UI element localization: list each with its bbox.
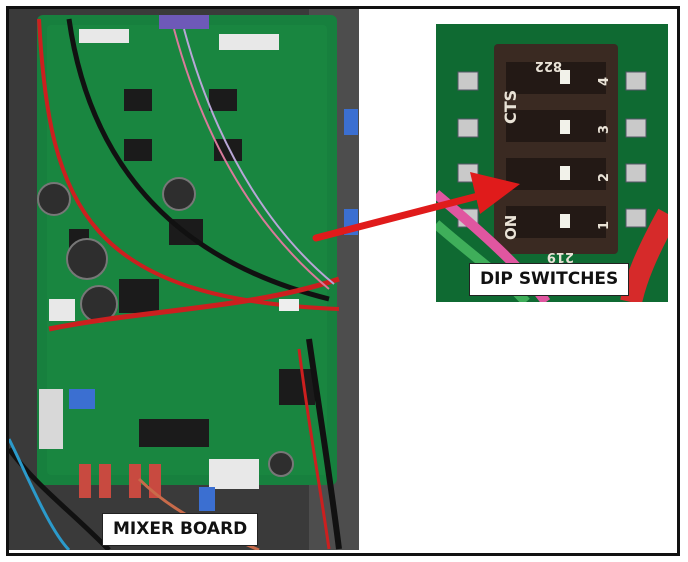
dip-brand-text: CTS (501, 90, 520, 124)
dip-switch-image: CTS ON 822 219 1 2 3 4 (436, 24, 668, 302)
dip-position-3: 3 (597, 125, 612, 134)
dip-position-1: 1 (597, 221, 612, 230)
dip-switches-label: DIP SWITCHES (469, 263, 630, 296)
mixer-board-label: MIXER BOARD (102, 513, 259, 546)
dip-position-2: 2 (597, 173, 612, 182)
dip-top-code: 822 (535, 58, 562, 73)
dip-position-4: 4 (597, 77, 612, 86)
mixer-board-image (9, 9, 359, 550)
mixer-board-photo (9, 9, 359, 550)
dip-switches-photo: CTS ON 822 219 1 2 3 4 (436, 24, 668, 302)
dip-on-text: ON (502, 215, 520, 240)
dip-bottom-code: 219 (547, 249, 574, 264)
